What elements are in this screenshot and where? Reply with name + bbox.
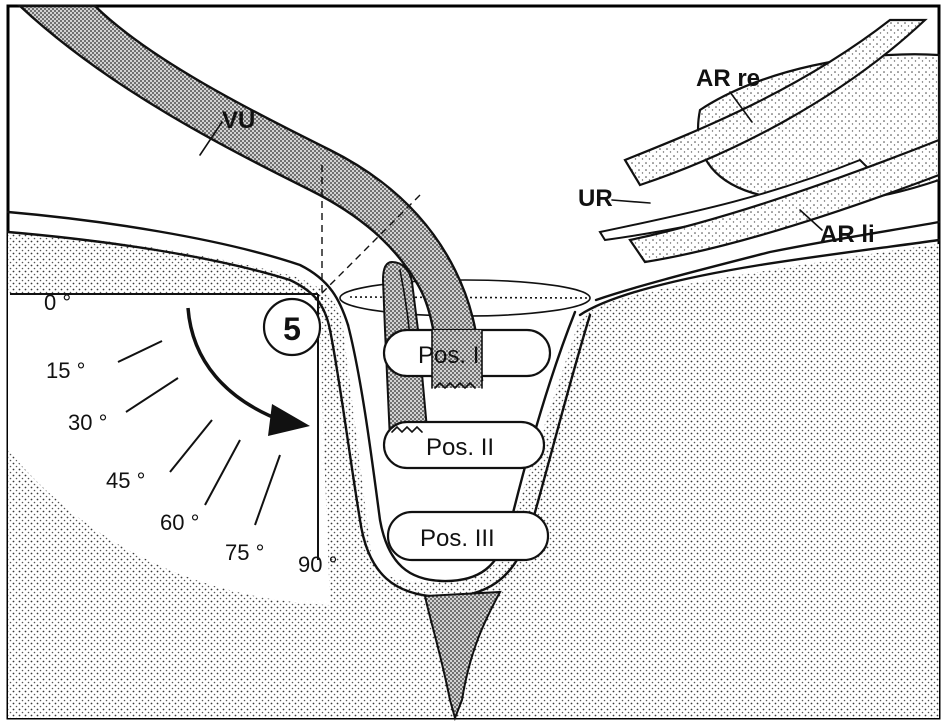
angle-label-60: 60 °	[160, 510, 199, 535]
pos-2-label: Pos. II	[426, 434, 494, 461]
angle-label-75: 75 °	[225, 540, 264, 565]
angle-label-30: 30 °	[68, 410, 107, 435]
label-ar-li: AR li	[820, 221, 875, 248]
angle-label-45: 45 °	[106, 468, 145, 493]
label-ur: UR	[578, 185, 613, 212]
pos-3-label: Pos. III	[420, 525, 495, 552]
label-vu: VU	[222, 107, 255, 134]
angle-label-15: 15 °	[46, 358, 85, 383]
label-ar-re: AR re	[696, 65, 760, 92]
step-number: 5	[283, 311, 301, 347]
pos-1-label: Pos. I	[418, 342, 479, 369]
angle-label-0: 0 °	[44, 290, 71, 315]
angle-label-90: 90 °	[298, 552, 337, 577]
